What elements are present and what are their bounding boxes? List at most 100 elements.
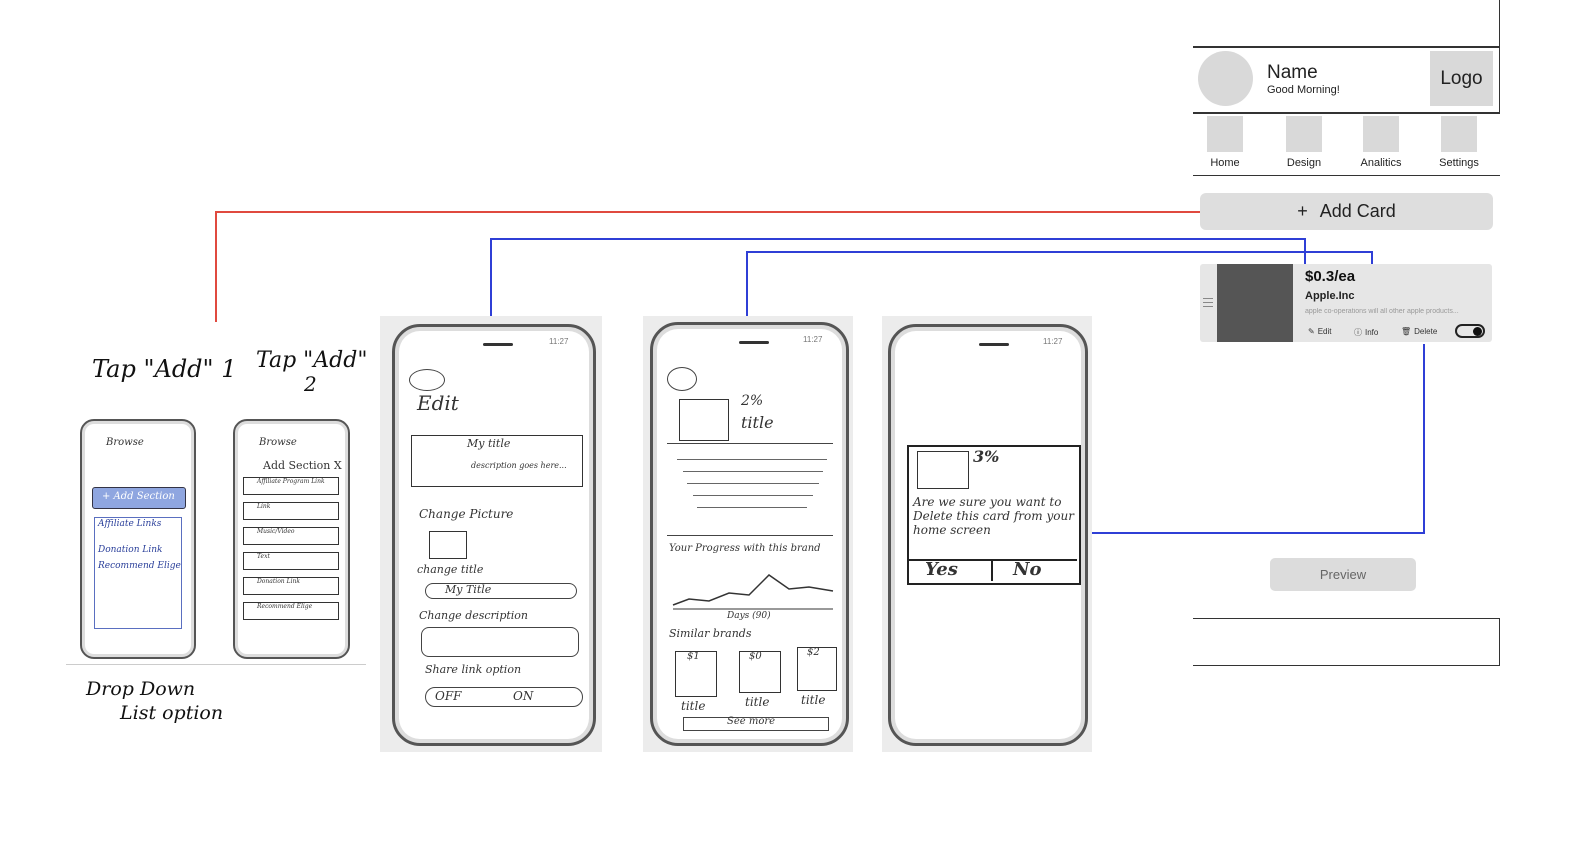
sketch-description-input (421, 627, 579, 657)
sketch-row-2: Link (257, 503, 271, 510)
sketch-change-description: Change description (419, 609, 529, 622)
sketch-row-box (243, 602, 339, 620)
card-toggle[interactable] (1455, 324, 1485, 338)
phone-notch (739, 341, 769, 344)
sketch-delete-question: Are we sure you want to Delete this card… (913, 495, 1074, 537)
user-name: Name (1267, 62, 1318, 83)
sketch-divider (667, 443, 833, 444)
sketch-see-more-button (683, 717, 829, 731)
sketch-my-title: My title (467, 437, 511, 450)
nav-home[interactable]: Home (1195, 116, 1255, 169)
sketch-preview-card (411, 435, 583, 487)
sketch-dialog-image (917, 451, 969, 489)
home-icon (1207, 116, 1243, 152)
sketch-similar-price-3: $2 (807, 647, 820, 658)
sketch-divider (991, 559, 993, 581)
sketch-on: ON (513, 689, 534, 703)
tap-add-2-number: 2 (304, 372, 317, 396)
info-label: Info (1365, 328, 1379, 337)
tap-add-2-label: Tap "Add" (256, 348, 368, 373)
sketch-yes-button: Yes (925, 559, 958, 580)
card-image (1217, 264, 1293, 342)
sketch-row-1: Affiliate Program Link (257, 478, 325, 485)
card-description: apple co-operations will all other apple… (1305, 308, 1459, 315)
sketch-row-6: Recommend Elige (257, 603, 313, 610)
sketch-progress-graph (672, 574, 834, 610)
back-arrow-icon (667, 367, 697, 391)
sketch-phone-edit: 11:27 Edit My title description goes her… (392, 324, 596, 746)
sketch-option-1: Affiliate Links (98, 519, 162, 529)
phone-notch (979, 343, 1009, 346)
settings-icon (1441, 116, 1477, 152)
sketch-line (693, 495, 813, 496)
sketch-similar-card (739, 651, 781, 693)
delete-button[interactable]: 🗑 Delete (1401, 327, 1437, 336)
status-time: 11:27 (1043, 337, 1063, 346)
sketch-add-section-header: Add Section X (263, 459, 342, 472)
pencil-icon: ✎ (1308, 327, 1315, 336)
add-card-label: Add Card (1319, 201, 1396, 221)
tap-add-1-label: Tap "Add" 1 (92, 355, 237, 383)
drag-handle-icon[interactable] (1203, 295, 1213, 310)
phone-notch (483, 343, 513, 346)
sketch-see-more: See more (727, 716, 776, 727)
status-time: 11:27 (549, 337, 569, 346)
add-card-button[interactable]: + Add Card (1200, 193, 1493, 230)
info-button[interactable]: ⓘ Info (1354, 327, 1378, 338)
sketch-percent: 2% (741, 393, 764, 409)
connector-delete (1092, 344, 1425, 534)
sketch-row-box (243, 527, 339, 545)
logo: Logo (1430, 51, 1493, 106)
sketch-no-button: No (1013, 559, 1042, 580)
greeting-text: Good Morning! (1267, 84, 1340, 96)
product-card[interactable]: $0.3/ea Apple.Inc apple co-operations wi… (1200, 264, 1492, 342)
plus-icon: + (1297, 201, 1308, 221)
sketch-phone-add-1: Browse + Add Section Affiliate Links Don… (80, 419, 196, 659)
sketch-browse-title: Browse (106, 437, 144, 448)
sketch-change-title: change title (417, 563, 484, 576)
sketch-days-label: Days (90) (727, 611, 771, 621)
sketch-similar-label: Similar brands (669, 627, 752, 640)
sketch-description: description goes here... (471, 461, 567, 470)
sketch-picture-box (429, 531, 467, 559)
preview-button[interactable]: Preview (1270, 558, 1416, 591)
sketch-row-box (243, 502, 339, 520)
sketch-browse-title-2: Browse (259, 437, 297, 448)
sketch-line (677, 459, 827, 460)
sketch-share-link: Share link option (425, 663, 522, 676)
sketch-brand-image (679, 399, 729, 441)
analytics-icon (1363, 116, 1399, 152)
panel-divider (1193, 175, 1500, 176)
sketch-dialog-percent: 3% (973, 447, 1000, 466)
nav-settings[interactable]: Settings (1429, 116, 1489, 169)
sketch-phone-detail: 11:27 2% title Your Progress with this b… (650, 322, 849, 746)
sketch-similar-title-3: title (801, 693, 826, 707)
nav-settings-label: Settings (1439, 157, 1479, 169)
sketch-similar-title-1: title (681, 699, 706, 713)
sketch-similar-price-2: $0 (749, 651, 762, 662)
sketch-row-box (243, 477, 339, 495)
sketch-title-input (425, 583, 577, 599)
panel-divider (1193, 112, 1500, 114)
panel-divider (1193, 665, 1500, 666)
sketch-change-picture: Change Picture (419, 507, 514, 521)
nav-design[interactable]: Design (1274, 116, 1334, 169)
sketch-add-section-label: + Add Section (102, 491, 175, 502)
sketch-divider (66, 664, 366, 665)
sketch-row-3: Music/Video (257, 528, 295, 535)
panel-border (1499, 0, 1500, 46)
card-price: $0.3/ea (1305, 268, 1356, 285)
sketch-line (683, 471, 823, 472)
card-brand: Apple.Inc (1305, 290, 1355, 302)
nav-analytics[interactable]: Analitics (1351, 116, 1411, 169)
connector-add-card (215, 211, 1215, 322)
avatar[interactable] (1198, 51, 1253, 106)
edit-button[interactable]: ✎ Edit (1308, 327, 1332, 336)
info-icon: ⓘ (1354, 328, 1362, 337)
panel-divider (1193, 618, 1500, 619)
sketch-similar-card (675, 651, 717, 697)
sketch-detail-title: title (741, 413, 774, 432)
sketch-row-box (243, 577, 339, 595)
sketch-similar-title-2: title (745, 695, 770, 709)
panel-border (1499, 46, 1500, 112)
